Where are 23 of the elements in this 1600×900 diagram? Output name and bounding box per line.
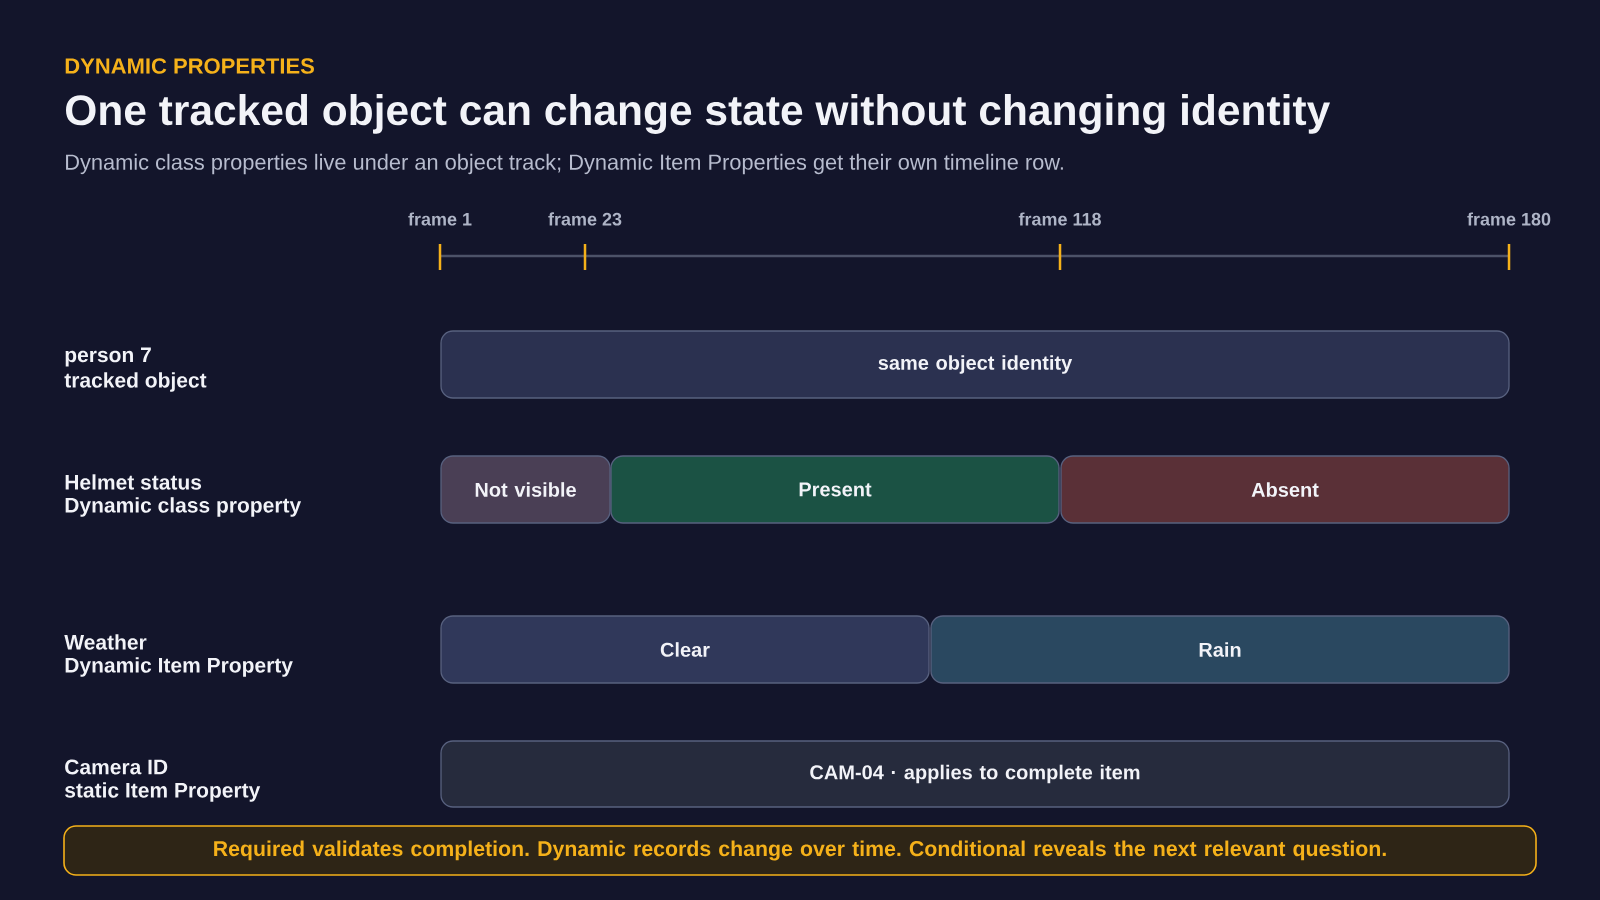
row-caption: tracked object xyxy=(64,372,207,392)
state-segment: Not visible xyxy=(440,455,611,524)
eyebrow-text: DYNAMIC PROPERTIES xyxy=(65,58,314,74)
frame-label: frame 180 xyxy=(1467,212,1551,226)
row-label: Helmet status xyxy=(65,474,202,490)
state-segment: Clear xyxy=(440,615,930,684)
title: One tracked object can change state without changing identity xyxy=(66,94,1331,134)
frame-label: frame 1 xyxy=(408,212,472,226)
row-caption: Dynamic Item Property xyxy=(65,657,293,677)
subtitle: Dynamic class properties live under an object track; Dynamic Item Properties get their own timeline row. xyxy=(66,153,1063,175)
row-caption: Dynamic class property xyxy=(65,497,302,517)
state-segment: Rain xyxy=(930,615,1510,684)
row-caption: static Item Property xyxy=(65,782,261,802)
state-segment: Present xyxy=(610,455,1060,524)
frame-label: frame 118 xyxy=(1018,212,1101,226)
row-label: Camera ID xyxy=(65,759,168,775)
static-bar: CAM-04 · applies to complete item xyxy=(440,740,1510,808)
state-segment: Absent xyxy=(1060,455,1510,524)
row-label: Weather xyxy=(64,634,147,650)
note-banner: Required validates completion. Dynamic records change over time. Conditional reveals the next relevant question. xyxy=(63,825,1537,876)
frame-label: frame 23 xyxy=(548,212,622,226)
row-label: person 7 xyxy=(65,347,151,367)
track-bar: same object identity xyxy=(440,330,1510,399)
